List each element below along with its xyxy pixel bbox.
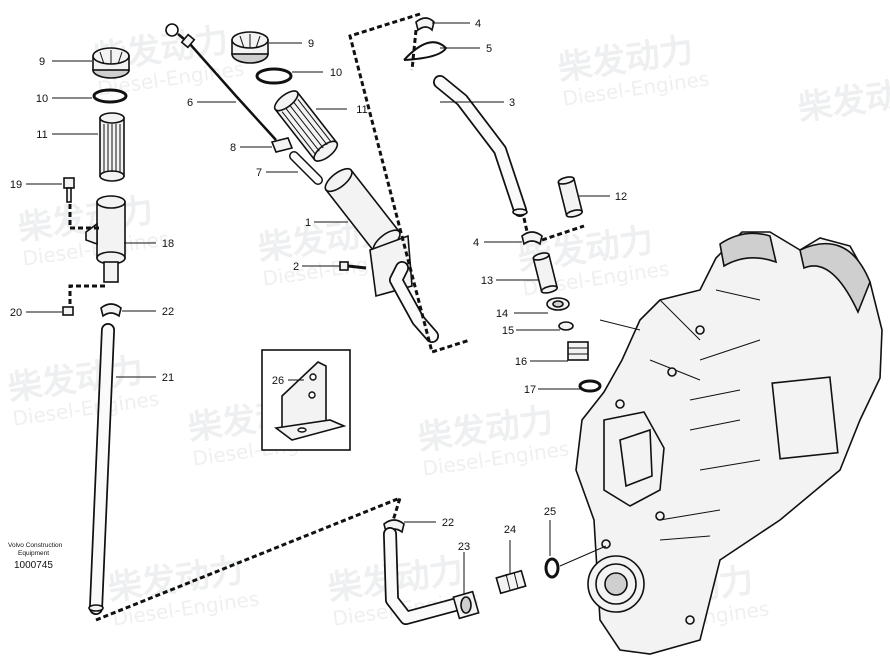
callout-20: 20 [10,307,22,319]
callout-7: 7 [256,167,262,179]
callout-10: 10 [330,67,342,79]
callout-6: 6 [187,97,193,109]
connection-line [95,495,403,622]
connection-line [522,217,530,237]
filter-element-part [99,112,125,182]
watermark-cn: 柴发动力 [796,70,890,129]
filler-pipe-part [324,167,401,254]
callout-18: 18 [162,238,174,250]
callout-14: 14 [496,308,508,320]
hose-clamp-part [415,17,435,32]
callout-leaders [26,22,610,594]
hose-part [88,323,115,615]
dipstick-part [165,23,277,141]
washer-part [544,557,560,579]
callout-26: 26 [272,375,284,387]
connection-line [541,224,585,242]
callout-labels: 9 10 11 19 18 20 22 21 6 8 7 9 10 11 1 2… [10,18,627,553]
connection-line [410,29,418,71]
callout-15: 15 [502,325,514,337]
callout-4: 4 [473,237,479,249]
left-filter-assembly [62,47,403,622]
clip-part [270,137,294,153]
callout-5: 5 [486,43,492,55]
nut-part [546,297,570,311]
nipple-part [495,569,527,595]
brand-line-1: Volvo Construction [8,542,63,549]
drain-assembly [383,519,607,625]
callout-4: 4 [475,18,481,30]
bent-pipe-part [389,261,439,343]
drain-pipe-part [383,527,465,625]
callout-21: 21 [162,372,174,384]
filter-housing-part [85,195,126,283]
callout-11: 11 [356,104,367,116]
callout-17: 17 [524,384,536,396]
document-number: 1000745 [14,560,53,571]
hose-part [433,75,528,217]
callout-11: 11 [36,129,47,141]
washer-part [558,321,574,331]
detail-inset [261,349,351,451]
callout-13: 13 [481,275,493,287]
bolt-part [63,177,75,203]
callout-9: 9 [39,56,45,68]
callout-19: 19 [10,179,22,191]
callout-1: 1 [305,217,311,229]
hose-clamp-part [521,231,543,246]
seal-part [578,379,602,393]
callout-25: 25 [544,506,556,518]
callout-2: 2 [293,261,299,273]
callout-23: 23 [458,541,470,553]
tube-part [289,151,323,185]
cable-tie-part [403,41,448,61]
callout-8: 8 [230,142,236,154]
o-ring-part [92,88,128,104]
callout-24: 24 [504,524,516,536]
transmission-housing-part [575,231,883,655]
right-hose-assembly [403,17,602,393]
filler-cap-part [231,31,269,64]
connection-line [68,284,106,304]
tube-part [532,252,559,294]
tube-part [557,176,584,218]
callout-16: 16 [515,356,527,368]
hose-clamp-part [100,303,122,318]
filter-element-part [273,90,339,162]
filler-cap-part [92,47,130,79]
callout-10: 10 [36,93,48,105]
callout-22: 22 [162,306,174,318]
o-ring-part [255,67,293,85]
bracket-part [273,361,347,441]
brand-label: Volvo Construction Equipment [8,542,62,558]
nipple-part [567,341,589,361]
connection-line [68,204,100,230]
callout-9: 9 [308,38,314,50]
callout-12: 12 [615,191,627,203]
pipe-nut-part [452,590,480,620]
middle-filler-assembly [165,12,471,354]
callout-3: 3 [509,97,515,109]
nut-part [62,306,74,316]
callout-22: 22 [442,517,454,529]
brand-line-2: Equipment [18,550,50,557]
connection-line [348,12,471,354]
